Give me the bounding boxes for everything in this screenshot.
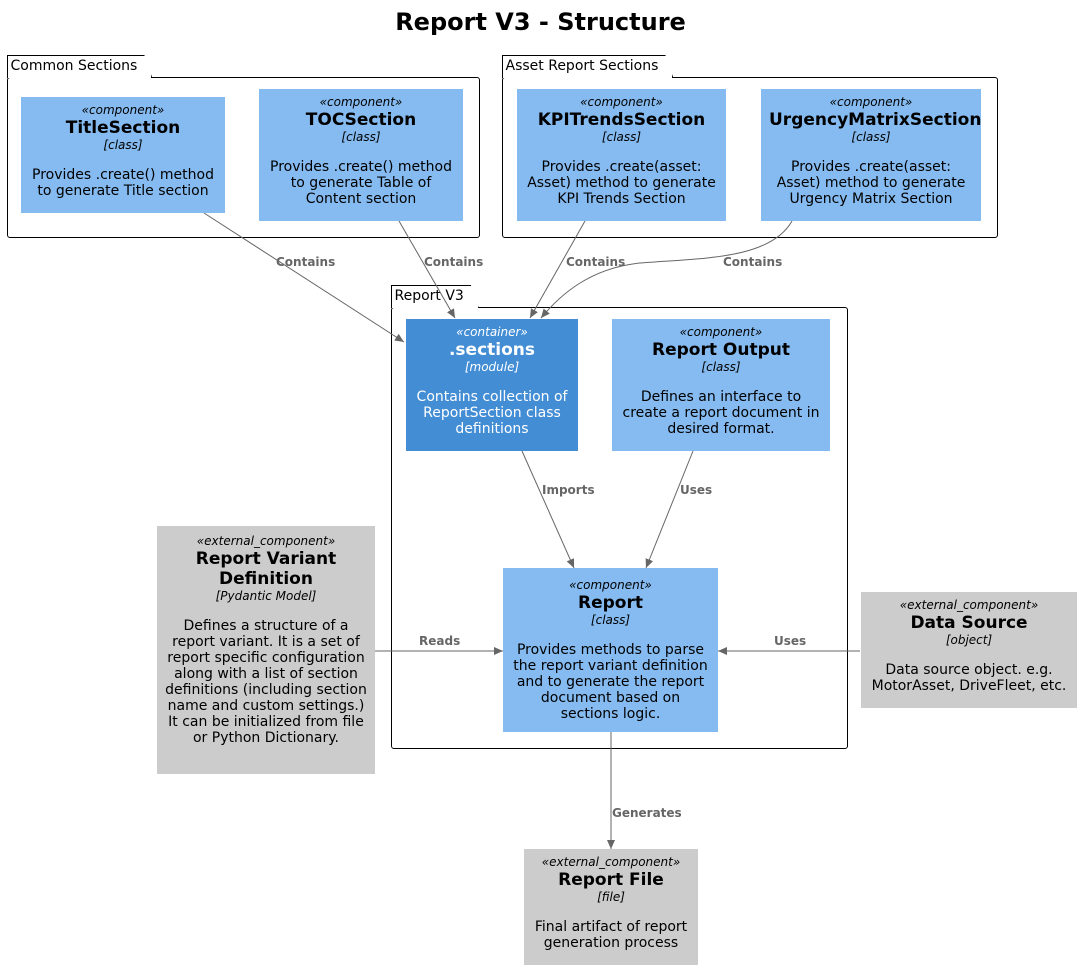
node-data-source[interactable]: «external_component» Data Source [object… — [861, 592, 1077, 708]
node-report-variant-definition[interactable]: «external_component» Report Variant Defi… — [157, 526, 375, 774]
edge-label-title-contains: Contains — [276, 255, 336, 269]
edge-urgency-contains — [540, 220, 793, 319]
edge-imports — [521, 450, 575, 569]
node-kpi-trends-section[interactable]: «component» KPITrendsSection [class] Pro… — [517, 89, 726, 221]
node-report-file[interactable]: «external_component» Report File [file] … — [524, 849, 698, 965]
edge-label-imports: Imports — [542, 483, 595, 497]
edge-label-reads: Reads — [419, 634, 461, 648]
edge-output-uses — [645, 450, 694, 569]
package-label: Asset Report Sections — [502, 55, 674, 78]
package-asset-report-sections: Asset Report Sections — [502, 77, 998, 238]
edge-label-output-uses: Uses — [680, 483, 713, 497]
edge-toc-contains — [398, 220, 456, 319]
edge-label-kpi-contains: Contains — [566, 255, 626, 269]
edge-title-contains — [203, 212, 405, 343]
package-label: Report V3 — [391, 285, 479, 308]
package-report-v3: Report V3 — [391, 307, 848, 749]
edge-kpi-contains — [529, 220, 586, 319]
node-title-section[interactable]: «component» TitleSection [class] Provide… — [21, 97, 225, 213]
edge-label-urgency-contains: Contains — [723, 255, 783, 269]
node-sections-container[interactable]: «container» .sections [module] Contains … — [406, 319, 578, 451]
node-urgency-matrix-section[interactable]: «component» UrgencyMatrixSection [class]… — [761, 89, 981, 221]
edge-label-toc-contains: Contains — [424, 255, 484, 269]
edge-label-datasource-uses: Uses — [774, 634, 807, 648]
node-report[interactable]: «component» Report [class] Provides meth… — [503, 568, 718, 732]
diagram-title: Report V3 - Structure — [395, 8, 686, 36]
node-report-output[interactable]: «component» Report Output [class] Define… — [612, 319, 830, 451]
node-toc-section[interactable]: «component» TOCSection [class] Provides … — [259, 89, 463, 221]
edge-label-generates: Generates — [612, 806, 682, 820]
package-label: Common Sections — [7, 55, 153, 78]
package-common-sections: Common Sections — [7, 77, 480, 238]
